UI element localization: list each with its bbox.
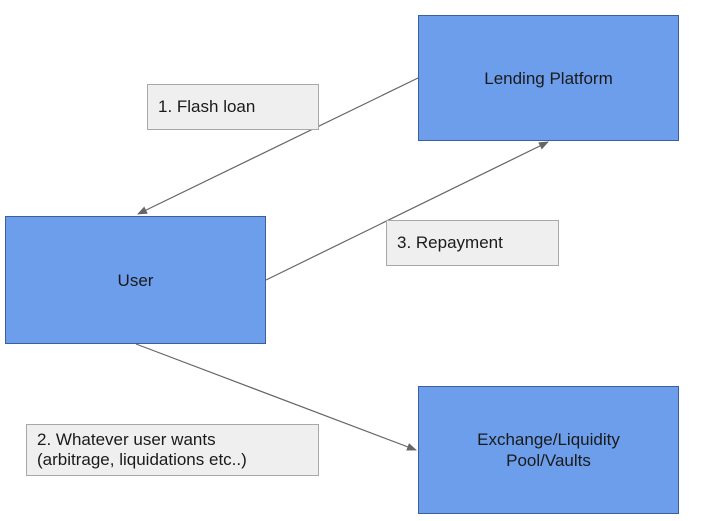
arrow-flash-loan (137, 77, 419, 215)
edge-label-repayment: 3. Repayment (386, 220, 559, 266)
node-user: User (5, 216, 266, 344)
edge-label-flash-loan: 1. Flash loan (147, 84, 319, 130)
node-exchange-liquidity-pool-vaults: Exchange/Liquidity Pool/Vaults (418, 386, 679, 514)
node-lending-platform: Lending Platform (418, 15, 679, 141)
edge-label-whatever-user-wants: 2. Whatever user wants (arbitrage, liqui… (26, 424, 319, 476)
arrow-whatever (135, 343, 417, 451)
arrow-repayment (265, 141, 549, 281)
